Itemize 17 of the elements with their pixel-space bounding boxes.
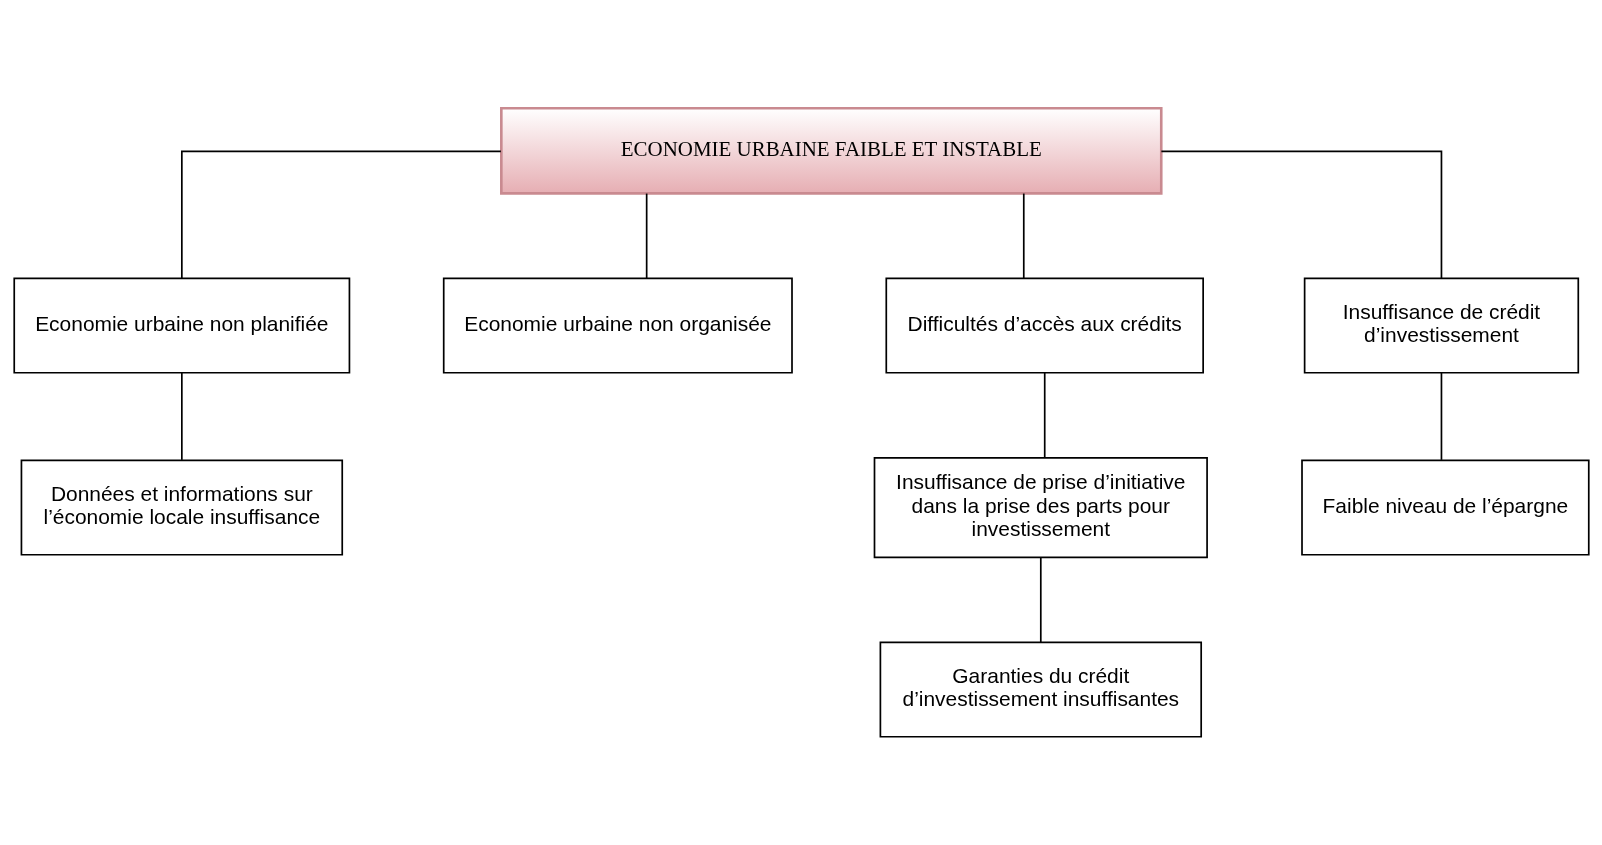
node-box: Faible niveau de l’épargne: [1300, 459, 1590, 556]
connector: [180, 150, 502, 279]
node-box: Insuffisance de prise d’initiative dans la prise des parts pour investissement: [873, 457, 1208, 559]
node-box: Difficultés d’accès aux crédits: [884, 277, 1204, 374]
node-box: Economie urbaine non planifiée: [12, 277, 350, 374]
node-box: Insuffisance de crédit d’investissement: [1303, 277, 1579, 374]
connector: [1160, 150, 1442, 279]
node-box: Economie urbaine non organisée: [442, 277, 793, 374]
node-box: Données et informations sur l’économie locale insuffisance: [20, 459, 343, 556]
node-box: ECONOMIE URBAINE FAIBLE ET INSTABLE: [499, 106, 1163, 195]
connector: [1043, 372, 1046, 459]
connector: [1440, 372, 1442, 461]
connector: [1039, 556, 1042, 643]
node-box: Garanties du crédit d’investissement insuffisantes: [879, 641, 1202, 738]
connector: [645, 192, 647, 280]
connector: [1022, 192, 1025, 280]
connector: [180, 372, 183, 461]
